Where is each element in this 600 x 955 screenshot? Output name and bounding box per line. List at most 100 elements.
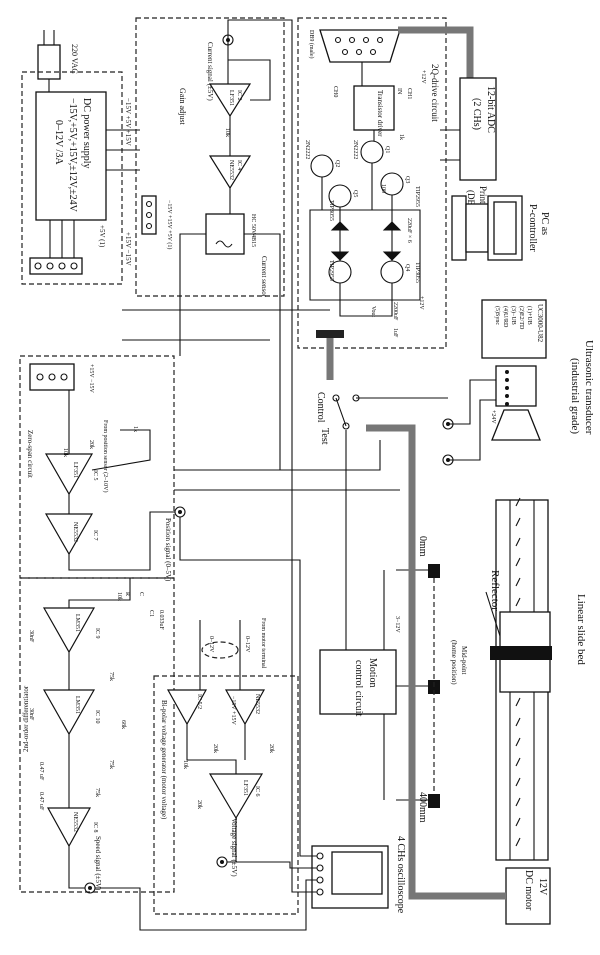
diff-c2: 30nF bbox=[28, 630, 34, 643]
ic7-opamp bbox=[44, 513, 94, 556]
ic5-label: IC 5 bbox=[92, 470, 98, 481]
bipolar-v2: 0–12V bbox=[244, 636, 250, 653]
bipolar-rails: −15V +15V bbox=[230, 696, 236, 725]
bipolar-opamp-a bbox=[166, 689, 208, 726]
ic2-part: LF351 bbox=[228, 90, 234, 106]
current-rails: −15V +15V +5V (1) bbox=[166, 200, 173, 249]
plug-label: 220 VAC bbox=[70, 44, 79, 74]
pc-computer bbox=[451, 195, 523, 261]
ch0-label: CH0 bbox=[332, 86, 338, 97]
transducer-head bbox=[491, 365, 541, 441]
ic4-part: NE5532 bbox=[228, 160, 234, 180]
bipolar-input: From motor terminal bbox=[260, 618, 266, 669]
motor-voltage: 12V bbox=[537, 878, 548, 896]
pin-1: (1)+UB bbox=[526, 306, 533, 325]
c2200-label: 2200uF bbox=[392, 302, 398, 321]
dc-power-supply bbox=[35, 91, 107, 221]
ic7-part: NE5532 bbox=[72, 522, 78, 542]
control-test-switch bbox=[332, 394, 360, 430]
zs-r1k: 1k bbox=[132, 426, 138, 432]
slide-bed-label: Linear slide bed bbox=[575, 594, 587, 665]
hall-sensor bbox=[205, 213, 245, 255]
ic8-opamp bbox=[46, 807, 92, 848]
oscilloscope-label: 4 CHs oscilloscope bbox=[395, 836, 406, 914]
pin-2: (2)E2/TD bbox=[518, 306, 525, 330]
power-plug: 220 VAC bbox=[37, 30, 79, 92]
q1-part: 2N2222 bbox=[352, 140, 358, 159]
db9-label: DB9 (male) bbox=[308, 30, 315, 59]
diff-r: R bbox=[124, 592, 130, 596]
bipolar-lf: LF351 bbox=[242, 780, 248, 796]
diff-c: C bbox=[138, 592, 144, 596]
pin-3: (3)−UB bbox=[510, 306, 517, 325]
transducer-model: UC3000-U82 bbox=[536, 304, 544, 343]
pin-5: (5)Sync bbox=[494, 306, 501, 325]
q2-label: Q2 bbox=[334, 160, 340, 167]
motor-label: DC motor bbox=[523, 870, 534, 911]
ic8-part: NE5532 bbox=[72, 812, 78, 832]
ic10-label: IC 10 bbox=[94, 710, 100, 724]
bipolar-r10: 10k bbox=[182, 760, 188, 769]
zero-span-connector bbox=[29, 363, 75, 391]
current-signal-label: Current signal (±5V) bbox=[206, 42, 214, 101]
ic4-label: IC 4 bbox=[236, 160, 242, 171]
gain-adjust-label: Gain adjust bbox=[178, 88, 187, 125]
drive-title: 2Q-drive circuit bbox=[430, 64, 440, 122]
transistor-q6: TIP2955 bbox=[328, 260, 352, 284]
dc-motor bbox=[505, 867, 551, 925]
zs-r20k: 20k bbox=[88, 440, 94, 449]
motion-control-title: Motion bbox=[367, 658, 378, 687]
motion-control-sub: control circuit bbox=[353, 660, 364, 717]
q4-label: Q4 bbox=[404, 264, 410, 271]
bipolar-v1: 0–12V bbox=[208, 636, 214, 653]
ch1-label: CH1 bbox=[406, 88, 412, 99]
bipolar-opamp-b bbox=[224, 689, 266, 726]
r1k-label: 1k bbox=[398, 134, 404, 140]
bipolar-r20b: 20k bbox=[268, 744, 274, 753]
diff-c047b: 0.47 uF bbox=[38, 792, 44, 811]
bipolar-ic5: IC 5/2 bbox=[196, 694, 202, 709]
ic5-opamp bbox=[44, 453, 94, 496]
transducer-subtitle: (industrial grade) bbox=[569, 358, 581, 434]
differentiator-frame bbox=[19, 577, 175, 893]
psu-title: DC power supply bbox=[81, 98, 92, 169]
diff-rk: 10k bbox=[116, 592, 122, 601]
adc-box bbox=[459, 77, 497, 181]
ic9-opamp bbox=[42, 607, 96, 654]
bipolar-ic6: IC 6 bbox=[254, 786, 260, 797]
label-400mm: 400mm bbox=[417, 792, 428, 823]
adc-channels: (2 CHs) bbox=[471, 98, 482, 130]
psu-rails: −15V,+5V,+15V,±12V,±24V bbox=[67, 98, 78, 213]
transducer-title: Ultrasonic transducer bbox=[583, 340, 595, 435]
speed-signal-label: Speed signal (±5V) bbox=[94, 836, 102, 891]
current-sensing-frame bbox=[135, 17, 285, 297]
voltage-signal-label: Voltage signal (±5V) bbox=[230, 818, 238, 877]
zero-span-rails: +15V −15V bbox=[88, 364, 94, 393]
marker-0mm bbox=[428, 564, 440, 578]
vout-label: Vout bbox=[370, 306, 376, 318]
adc-title: 12-bit ADC bbox=[485, 86, 496, 133]
diff-c047a: 0.47 uF bbox=[38, 762, 44, 781]
reflector-label: Reflector bbox=[489, 570, 501, 611]
transistor-q5: Q5 TIP3055 bbox=[328, 184, 358, 221]
q3-label: Q3 bbox=[404, 176, 410, 183]
diff-c3: 30nF bbox=[28, 708, 34, 721]
label-0mm: 0mm bbox=[417, 536, 428, 557]
differentiator-title: 2nd-order differentiator bbox=[22, 685, 30, 752]
bipolar-r20a: 20k bbox=[212, 744, 218, 753]
transistor-q2: Q2 2N2222 bbox=[304, 140, 340, 178]
marker-400mm bbox=[428, 794, 440, 808]
q5-label: Q5 bbox=[352, 190, 358, 197]
pc-subtitle: P-controller bbox=[527, 204, 538, 252]
ic9-part: LM351 bbox=[74, 614, 80, 632]
psu-range: 0–12V /3A bbox=[53, 120, 64, 165]
transistor-q1: Q1 2N2222 bbox=[352, 140, 390, 164]
linear-slide-bed bbox=[490, 497, 552, 861]
bipolar-title: Bi-polar voltage generator (motor voltag… bbox=[160, 700, 168, 820]
position-signal-label: Position signal (0–5V) bbox=[164, 518, 172, 582]
drive-12v-a: +12V bbox=[420, 70, 426, 84]
pin-4: (4)U/RD bbox=[502, 306, 509, 328]
driver-label: Transistor driver bbox=[376, 90, 384, 137]
